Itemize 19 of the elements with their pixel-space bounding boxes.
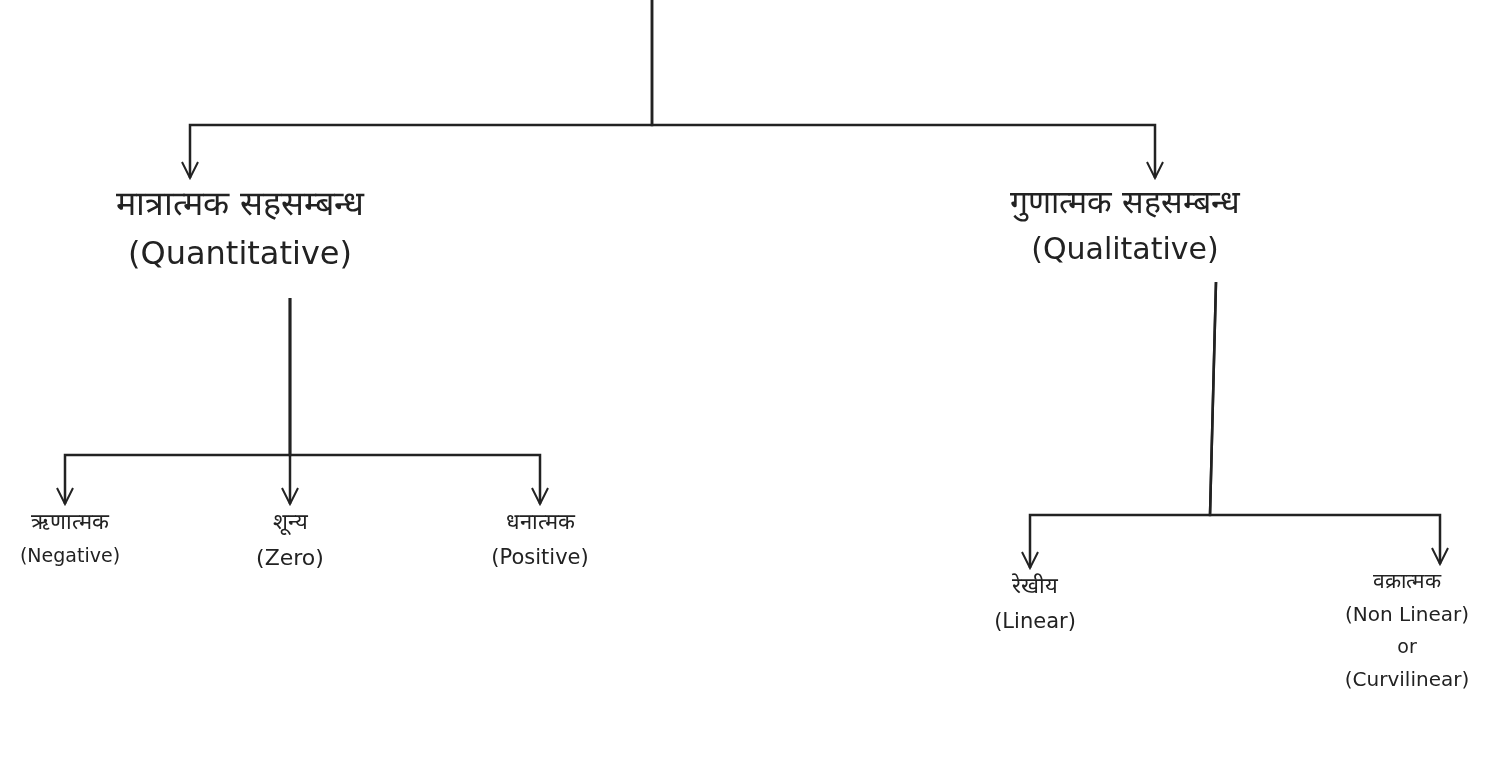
- translation-text: (Curvilinear): [1343, 667, 1471, 692]
- arrow: [650, 0, 1164, 179]
- heading-text: मात्रात्मक सहसम्बन्ध: [115, 182, 366, 225]
- translation-text: (Non Linear): [1344, 602, 1470, 628]
- heading-text: धनात्मक: [504, 508, 577, 536]
- heading-text: गुणात्मक सहसम्बन्ध: [1008, 182, 1242, 222]
- heading-text: वक्रात्मक: [1372, 568, 1443, 595]
- translation-text: (Positive): [490, 543, 590, 570]
- translation-text: (Quantitative): [127, 232, 353, 273]
- translation-text: (Qualitative): [1030, 230, 1220, 268]
- translation-text: (Linear): [993, 607, 1077, 634]
- heading-text: रेखीय: [1011, 572, 1059, 600]
- translation-text: (Negative): [18, 543, 122, 568]
- translation-text: (Zero): [255, 543, 325, 571]
- heading-text: शून्य: [271, 508, 309, 536]
- arrow: [1208, 281, 1449, 565]
- arrow: [288, 298, 549, 505]
- translation-text: or: [1396, 635, 1418, 659]
- heading-text: ऋणात्मक: [30, 508, 111, 536]
